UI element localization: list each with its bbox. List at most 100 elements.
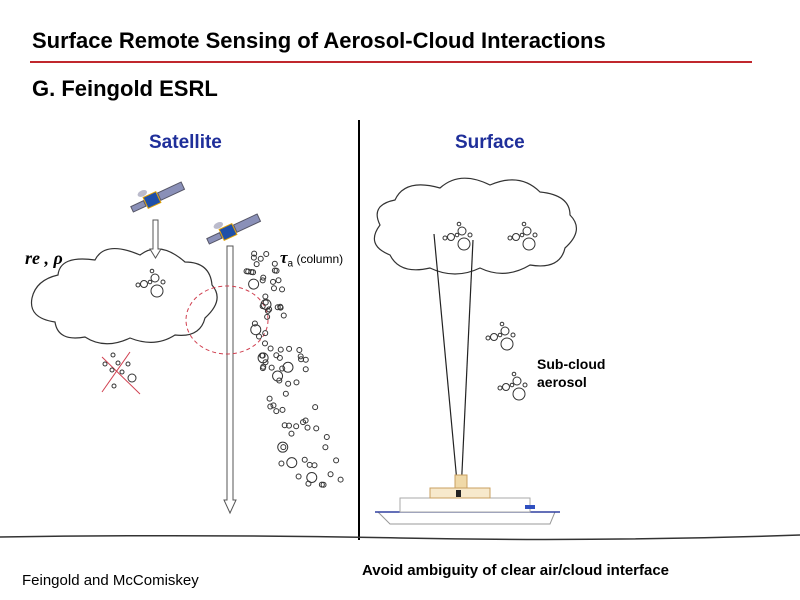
aerosol-particle: [532, 232, 538, 238]
aerosol-particle: [276, 354, 283, 361]
aerosol-particle: [279, 406, 286, 413]
subcloud-line1: Sub-cloud: [537, 356, 606, 372]
slide-title: Surface Remote Sensing of Aerosol-Cloud …: [32, 28, 606, 53]
aerosol-particle: [259, 277, 266, 284]
aerosol-particle: [119, 369, 125, 375]
aerosol-particle: [160, 279, 166, 285]
aerosol-particle: [270, 402, 277, 409]
left-cloud: [30, 248, 218, 345]
aerosol-particle: [281, 422, 288, 429]
aerosol-particle: [264, 307, 271, 314]
aerosol-particle: [262, 293, 269, 300]
aerosol-particle: [522, 237, 536, 251]
aerosol-particles: [102, 221, 538, 488]
aerosol-particle: [110, 352, 116, 358]
aerosol-particle: [251, 250, 258, 257]
aerosol-particle: [337, 476, 344, 483]
aerosol-particle: [442, 235, 448, 241]
tau-subscript: a: [287, 258, 294, 270]
aerosol-particle: [497, 332, 503, 338]
aerosol-particle: [270, 278, 277, 285]
aerosol-particle: [302, 356, 309, 363]
aerosol-particle: [512, 233, 520, 241]
aerosol-particle: [457, 237, 471, 251]
aerosol-particle: [262, 330, 269, 337]
aerosol-particle: [306, 471, 318, 483]
surface-heading: Surface: [455, 132, 525, 153]
aerosol-particle: [301, 456, 308, 463]
aerosol-particle: [447, 233, 455, 241]
aerosol-particle: [262, 299, 269, 306]
aerosol-particle: [510, 332, 516, 338]
aerosol-particle: [260, 363, 267, 370]
cross-mark-icon: [101, 351, 141, 395]
aerosol-particle: [273, 408, 280, 415]
aerosol-particle: [293, 423, 300, 430]
aerosol-particle: [485, 335, 491, 341]
aerosol-particle: [295, 473, 302, 480]
aerosol-particle: [260, 298, 272, 310]
aerosol-particle: [278, 460, 285, 467]
aerosol-particle: [296, 347, 303, 354]
optical-depth-label: τa (column): [280, 248, 343, 269]
aerosol-particle: [251, 320, 258, 327]
aerosol-particle: [333, 457, 340, 464]
aerosol-particle: [248, 278, 260, 290]
aerosol-particle: [280, 312, 287, 319]
aerosol-particle: [454, 232, 460, 238]
aerosol-particle: [467, 232, 473, 238]
aerosol-particle: [267, 403, 274, 410]
aerosol-particle: [512, 387, 526, 401]
aerosol-particle: [507, 235, 513, 241]
aerosol-particle: [456, 221, 462, 227]
aerosol-particle: [260, 274, 267, 281]
aerosol-particle: [271, 260, 278, 267]
aerosol-particle: [257, 255, 264, 262]
aerosol-particle: [288, 430, 295, 437]
aerosol-particle: [497, 385, 503, 391]
aerosol-particle: [327, 471, 334, 478]
lidar-beam: [433, 233, 474, 494]
aerosol-particle: [509, 382, 515, 388]
aerosol-particle: [522, 382, 528, 388]
aerosol-particle: [282, 390, 289, 397]
down-arrow-long: [223, 245, 237, 515]
aerosol-particle: [279, 286, 286, 293]
aerosol-particle: [275, 277, 282, 284]
aerosol-particle: [312, 404, 319, 411]
aerosol-particle: [250, 269, 257, 276]
aerosol-particle: [253, 261, 260, 268]
satellite-heading: Satellite: [149, 132, 222, 153]
aerosol-particle: [274, 304, 281, 311]
aerosol-particle: [286, 345, 293, 352]
aerosol-particle: [522, 226, 532, 236]
aerosol-particle: [311, 462, 318, 469]
aerosol-particle: [519, 232, 525, 238]
aerosol-particle: [280, 444, 287, 451]
aerosol-particle: [297, 353, 304, 360]
aerosol-particle: [115, 360, 121, 366]
aerosol-particle: [111, 383, 117, 389]
slide-author: G. Feingold ESRL: [32, 76, 218, 101]
aerosol-particle: [499, 321, 505, 327]
satellite-icon: [130, 181, 186, 213]
aerosol-particle: [264, 313, 271, 320]
aerosol-particle: [279, 365, 286, 372]
ground-line: [0, 534, 800, 541]
right-cloud: [373, 177, 577, 275]
aerosol-particle: [150, 273, 160, 283]
aerosol-particle: [277, 441, 289, 453]
aerosol-particle: [313, 425, 320, 432]
tau-note: (column): [296, 252, 344, 266]
down-arrow-short: [149, 219, 162, 259]
aerosol-particle: [500, 337, 514, 351]
aerosol-particle: [457, 226, 467, 236]
aerosol-particle: [306, 461, 313, 468]
aerosol-particle: [147, 279, 153, 285]
aerosol-particle: [500, 326, 510, 336]
aerosol-particle: [277, 303, 284, 310]
aerosol-particle: [304, 424, 311, 431]
aerosol-particle: [322, 444, 329, 451]
aerosol-particle: [512, 376, 522, 386]
